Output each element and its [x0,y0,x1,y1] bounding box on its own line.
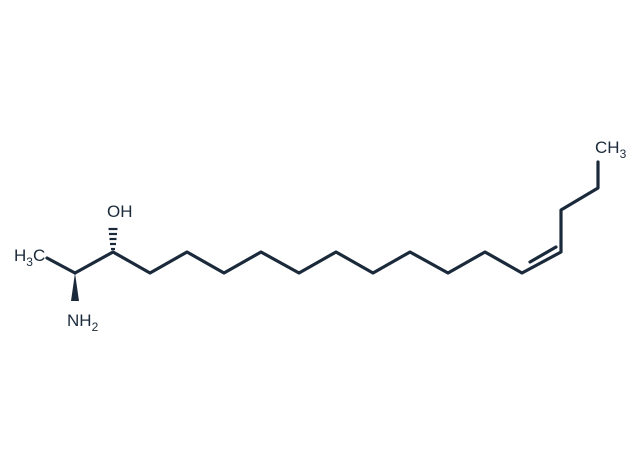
methyl-right-label: CH3 [595,138,627,161]
bond-double-inner [528,245,558,264]
wedge-bond-amine [71,273,79,301]
hydroxyl-label: OH [107,202,133,221]
methyl-left-subscript: 3 [26,255,33,269]
methyl-left-label: H3C [14,246,45,269]
methyl-left-c: C [33,246,45,265]
methyl-right-subscript: 3 [620,147,627,161]
bond-skeleton [45,160,600,275]
amine-subscript: 2 [92,320,99,334]
amine-nh: NH [67,311,92,330]
methyl-right-ch: CH [595,138,620,157]
bond-main-chain [111,160,600,275]
amine-label: NH2 [67,311,99,334]
bond-c2-c3 [73,250,115,275]
methyl-left-h: H [14,246,26,265]
bond-c1-c2 [45,256,77,275]
hashed-bond-hydroxyl [108,227,118,251]
